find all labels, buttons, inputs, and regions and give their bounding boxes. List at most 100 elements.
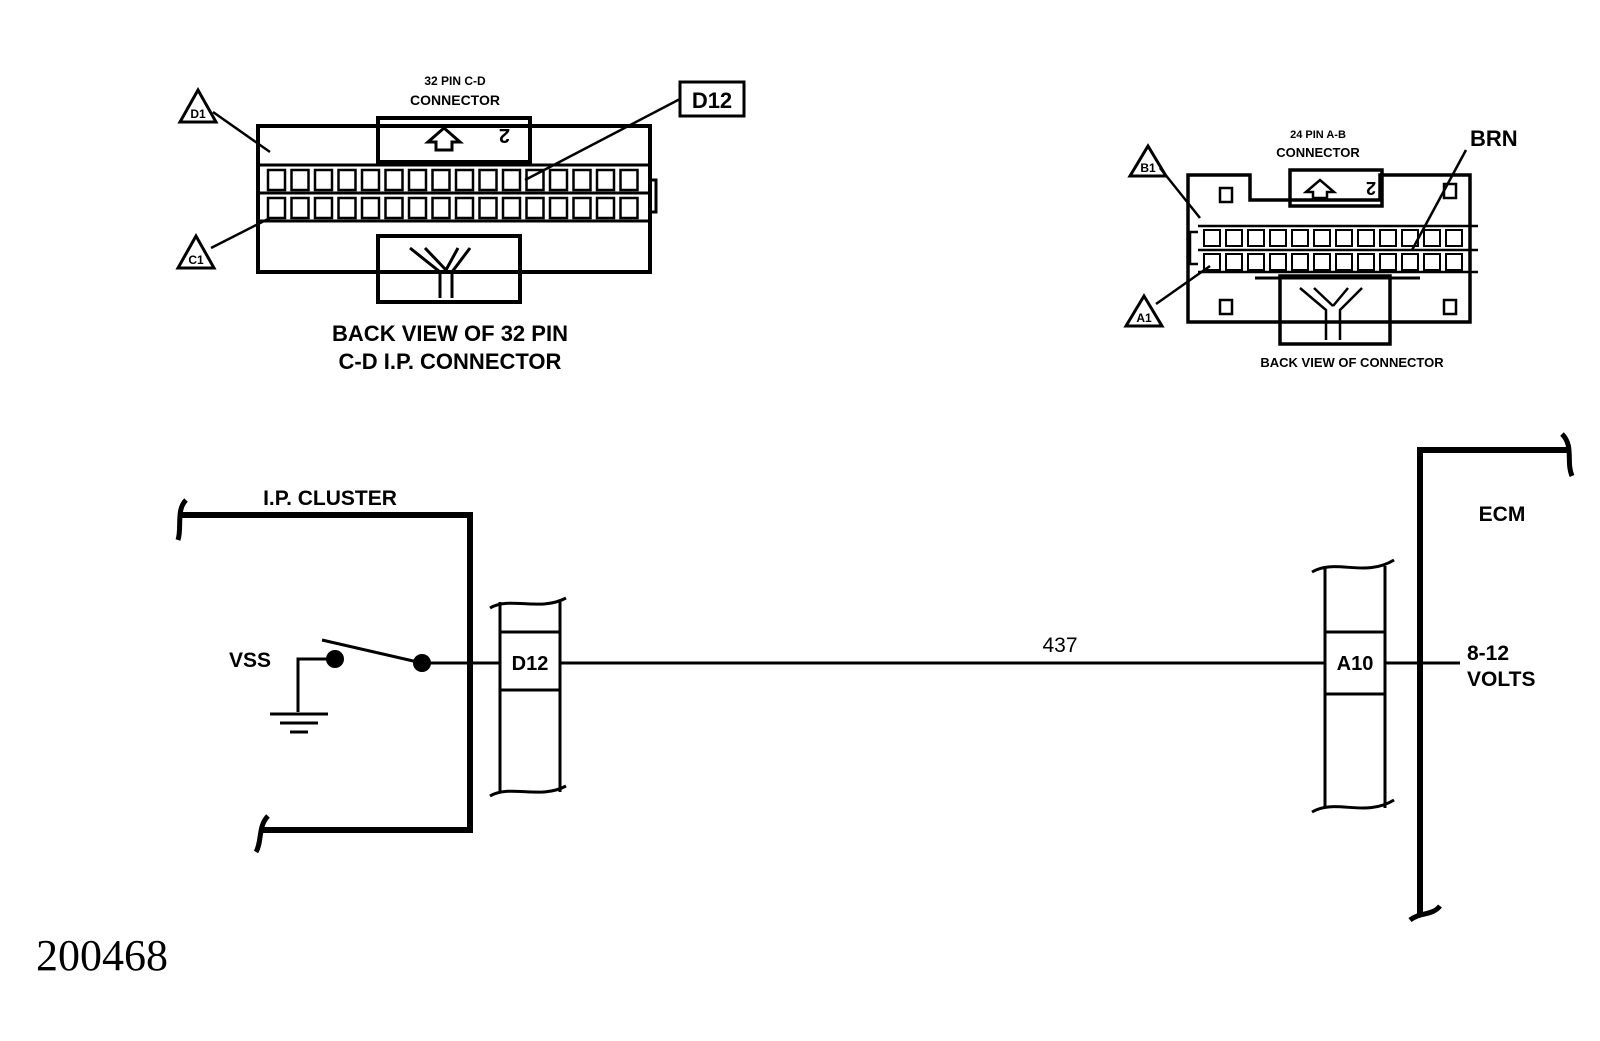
switch-arm: [321, 638, 423, 665]
pin-cavity: [1335, 229, 1353, 247]
pin-cavity: [1291, 229, 1309, 247]
connector-cd-key-digit: 2: [499, 124, 510, 146]
ip-cluster-boundary: [180, 512, 473, 833]
connector-cd-pin-top-label: D1: [190, 107, 206, 121]
pin-a1-marker: [1123, 293, 1165, 328]
wire-number-label: 437: [1042, 634, 1077, 657]
connector-cd-drawing: 32 PIN C-D CONNECTOR 2 D1 C1 D12 BACK VI…: [175, 74, 746, 374]
pin-c1-marker: [175, 232, 217, 270]
connector-ab-key-digit: 2: [1366, 178, 1376, 198]
pin-cavity: [1247, 229, 1265, 247]
pin-cavity: [337, 196, 357, 220]
pin-cavity: [454, 196, 475, 220]
connector-ab-pin-bottom-label: A1: [1136, 311, 1152, 325]
pin-cavity: [290, 196, 310, 220]
pin-cavity: [313, 196, 334, 220]
pin-cavity: [384, 168, 404, 192]
pin-cavity: [1225, 229, 1243, 247]
pin-cavity: [525, 196, 545, 220]
pin-cavity: [501, 168, 522, 192]
pin-cavity: [454, 168, 475, 192]
connector-cd-pin-bottom-label: C1: [188, 253, 204, 267]
connector-ab-pin-row-top: [1203, 229, 1463, 247]
connector-cd-pin-row-bottom: [266, 196, 639, 220]
connector-ab-pin-top-label: B1: [1140, 161, 1156, 175]
pin-cavity: [360, 168, 381, 192]
pin-cavity: [501, 196, 522, 220]
pin-cavity: [337, 168, 357, 192]
terminal-d12-label: D12: [512, 653, 549, 675]
pin-cavity: [407, 196, 428, 220]
connector-ab-latch: [1278, 274, 1392, 346]
pin-cavity: [548, 196, 569, 220]
pin-cavity: [595, 168, 616, 192]
ip-cluster-label: I.P. CLUSTER: [263, 487, 397, 510]
figure-number: 200468: [36, 931, 168, 980]
connector-ab-wire-color: BRN: [1470, 126, 1518, 151]
pin-cavity: [266, 168, 287, 192]
pin-cavity: [478, 196, 498, 220]
pin-cavity: [1247, 253, 1265, 271]
pin-cavity: [266, 196, 287, 220]
pin-cavity: [1423, 253, 1441, 271]
pin-cavity: [478, 168, 498, 192]
ecm-label: ECM: [1479, 503, 1526, 526]
vss-label: VSS: [229, 649, 271, 672]
connector-ab-caption: BACK VIEW OF CONNECTOR: [1260, 355, 1444, 370]
connector-cd-caption-line1: BACK VIEW OF 32 PIN: [332, 321, 568, 346]
pin-cavity: [619, 168, 639, 192]
connector-cd-key-housing: [376, 116, 532, 164]
pin-cavity: [431, 168, 451, 192]
terminal-a10-label: A10: [1337, 653, 1374, 675]
arrow-up-icon: [424, 126, 464, 152]
arrow-up-icon-ab: [1302, 178, 1338, 200]
pin-cavity: [1423, 229, 1441, 247]
pin-cavity: [572, 168, 592, 192]
schematic: I.P. CLUSTER VSS D12 437: [175, 432, 1575, 923]
pin-cavity: [1379, 229, 1397, 247]
connector-ab-header-line2: CONNECTOR: [1276, 145, 1360, 160]
pin-b1-marker: [1127, 143, 1169, 178]
pin-cavity: [384, 196, 404, 220]
connector-ab-drawing: 24 PIN A-B CONNECTOR BRN 2 B1 A1 BACK VI…: [1123, 126, 1518, 370]
pin-cavity: [290, 168, 310, 192]
connector-ab-body: [1186, 173, 1472, 324]
pin-d1-marker: [177, 86, 219, 124]
pin-cavity: [431, 196, 451, 220]
pin-cavity: [1445, 253, 1463, 271]
ecm-boundary: [1417, 447, 1568, 916]
pin-cavity: [595, 196, 616, 220]
pin-cavity: [313, 168, 334, 192]
pin-cavity: [360, 196, 381, 220]
connector-cd-callout: D12: [692, 88, 732, 113]
ground-icon: [270, 712, 328, 734]
pin-cavity: [1203, 253, 1221, 271]
terminal-d12-block: [489, 596, 567, 798]
pin-cavity: [1335, 253, 1353, 271]
connector-cd-header-line1: 32 PIN C-D: [424, 74, 486, 88]
pin-cavity: [1203, 229, 1221, 247]
connector-cd-header-line2: CONNECTOR: [410, 92, 500, 108]
connector-cd-caption-line2: C-D I.P. CONNECTOR: [339, 349, 562, 374]
terminal-a10-block: [1311, 558, 1395, 814]
pin-cavity: [1313, 229, 1331, 247]
pin-cavity: [1401, 253, 1419, 271]
pin-cavity: [407, 168, 428, 192]
connector-cd-latch: [376, 234, 522, 304]
pin-cavity: [1313, 253, 1331, 271]
pin-cavity: [1269, 229, 1287, 247]
connector-cd-body: [256, 124, 652, 274]
connector-cd-pin-row-top: [266, 168, 639, 192]
connector-ab-header-line1: 24 PIN A-B: [1290, 129, 1346, 141]
pin-cavity: [619, 196, 639, 220]
pin-cavity: [1291, 253, 1309, 271]
pin-cavity: [1357, 229, 1375, 247]
pin-cavity: [1269, 253, 1287, 271]
voltage-label-line2: VOLTS: [1467, 668, 1535, 691]
pin-cavity: [572, 196, 592, 220]
pin-cavity: [1379, 253, 1397, 271]
pin-cavity: [1357, 253, 1375, 271]
connector-ab-pin-row-bottom: [1203, 253, 1463, 271]
connector-ab-key-housing: [1288, 168, 1384, 208]
